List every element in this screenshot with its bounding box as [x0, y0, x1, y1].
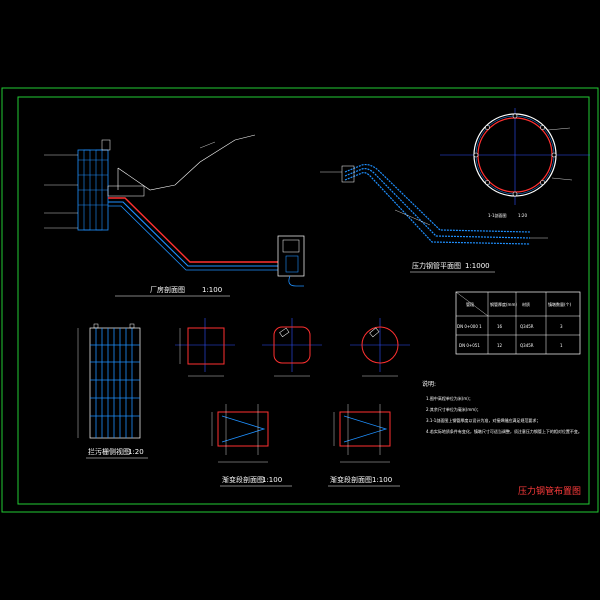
- inner-frame: [17, 96, 590, 505]
- pipe-table: 管段 钢管厚度(mm) 材质 镇墩数量(个) DN 0+000 1 16 Q34…: [455, 291, 581, 355]
- trash-rack-view: 拦污栅侧视图 1:20: [77, 323, 148, 459]
- table-header-2: 材质: [522, 301, 530, 307]
- pipe-plan-scale: 1:1000: [465, 262, 490, 270]
- lattice-title: 拦污栅侧视图: [88, 447, 130, 456]
- table-cell-1-1: 12: [497, 343, 503, 348]
- table-cell-0-3: 3: [560, 324, 563, 329]
- gradient-b-title: 渐变段剖面图: [330, 475, 372, 484]
- pipe-section-view: 1-1剖面图 1:20: [440, 108, 590, 218]
- table-header-1: 钢管厚度(mm): [490, 301, 517, 307]
- note-4: 4.若实际地质条件有变化，镇墩尺寸可适当调整，须注意压力钢管上下的相对位置不变。: [426, 428, 582, 434]
- table-cell-1-2: Q345R: [520, 343, 534, 348]
- notes-block: 说明: 1.图中高程单位为米(m)； 2.其余尺寸单位为毫米(mm)； 3.1-…: [422, 380, 582, 434]
- gradient-section-a: 渐变段剖面图 1:100: [211, 404, 292, 487]
- pipe-plan-title: 压力钢管平面图: [412, 261, 461, 270]
- lattice-scale: 1:20: [128, 448, 144, 456]
- gradient-a-title: 渐变段剖面图: [222, 475, 264, 484]
- drawing-title: 压力钢管布置图: [518, 485, 581, 497]
- note-2: 2.其余尺寸单位为毫米(mm)；: [426, 406, 481, 412]
- penstock-plan: [344, 163, 531, 233]
- table-cell-0-1: 16: [497, 324, 503, 329]
- table-cell-1-0: DN 0+051: [459, 343, 480, 348]
- gradient-a-scale: 1:100: [262, 476, 282, 484]
- plant-profile-title: 厂房剖面图: [150, 285, 185, 294]
- gradient-section-b: 渐变段剖面图 1:100: [328, 404, 400, 487]
- table-header-3: 镇墩数量(个): [548, 301, 572, 307]
- table-cell-0-0: DN 0+000 1: [457, 324, 482, 329]
- terrain-line: [117, 134, 256, 191]
- penstock-profile: [108, 197, 278, 263]
- plant-profile-view: 厂房剖面图 1:100: [44, 134, 305, 297]
- notes-heading: 说明:: [422, 380, 436, 388]
- table-cell-1-3: 1: [560, 343, 563, 348]
- outer-frame: [1, 87, 599, 513]
- section-square: [175, 318, 235, 377]
- pipe-plan-view: 压力钢管平面图 1:1000: [320, 163, 548, 273]
- powerhouse: [277, 235, 305, 277]
- note-1: 1.图中高程单位为米(m)；: [426, 395, 473, 401]
- table-header-0: 管段: [466, 301, 474, 307]
- section-title: 1-1剖面图: [488, 212, 507, 218]
- gradient-b-scale: 1:100: [372, 476, 392, 484]
- plant-profile-scale: 1:100: [202, 286, 222, 294]
- table-cell-0-2: Q345R: [520, 324, 534, 329]
- section-circle: [350, 318, 410, 377]
- note-3: 3.1-1剖面图上钢管厚度以设计为准，对接焊缝应满足规范要求；: [426, 417, 540, 423]
- section-scale: 1:20: [518, 213, 527, 218]
- section-rounded-square: [262, 318, 322, 377]
